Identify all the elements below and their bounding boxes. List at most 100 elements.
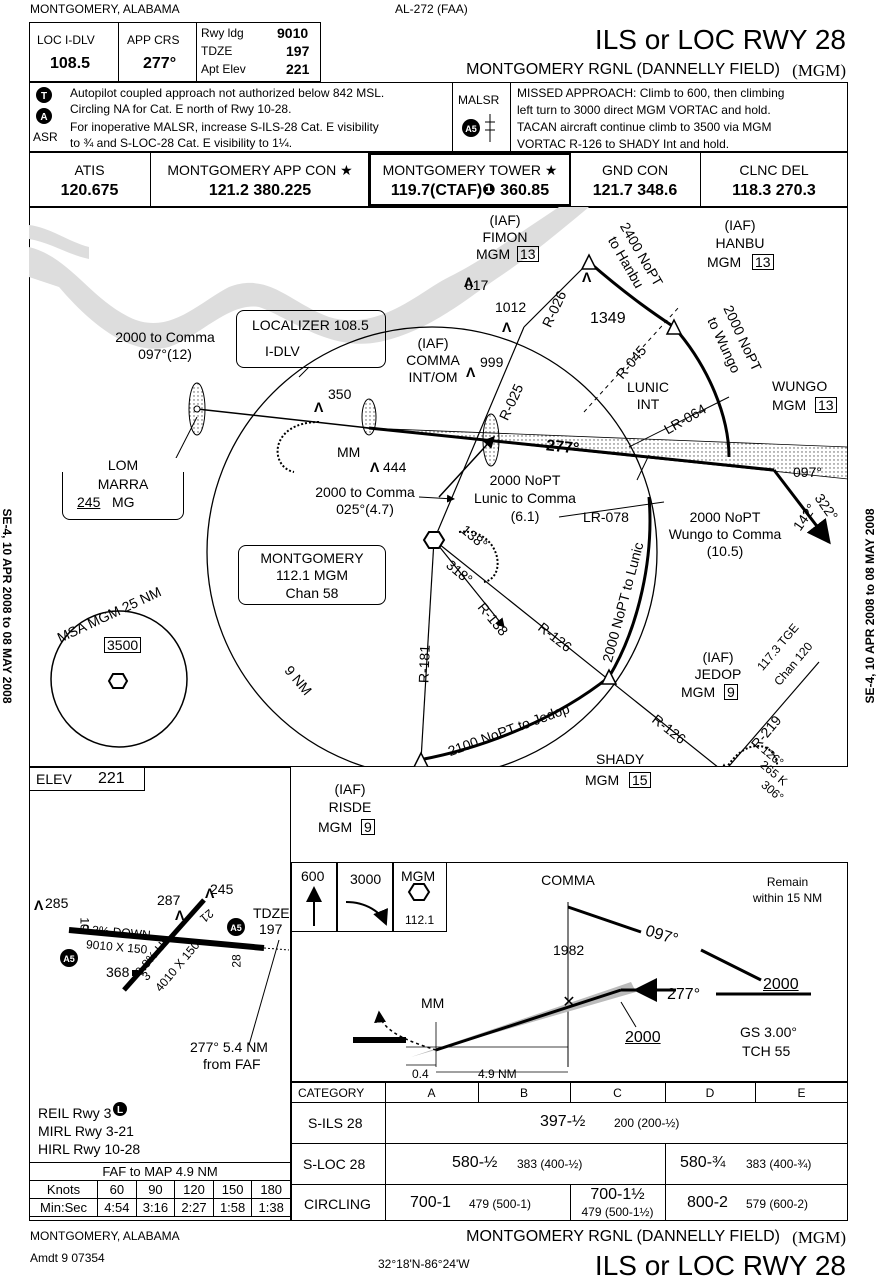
faf-time-table: FAF to MAP 4.9 NM Knots 60 90 120 150 18…: [28, 1162, 291, 1217]
profile-course-277: 277°: [667, 986, 701, 1003]
sloc-label: S-LOC 28: [303, 1156, 366, 1172]
malsr-icon: A5: [462, 114, 495, 142]
obstacle-368: 368: [106, 964, 130, 980]
vortac-chan: Chan 58: [285, 585, 339, 601]
lom-course: [196, 408, 370, 429]
airport-drawing: A5 A5 Λ Λ Λ: [34, 885, 290, 1046]
rwy-ldg-label: Rwy ldg: [201, 26, 244, 40]
sloc-de-value: 580-¾: [680, 1154, 726, 1171]
app-crs-label: APP CRS: [127, 33, 180, 47]
lom-freq: 245: [77, 494, 101, 510]
jedop-fix: [600, 668, 618, 685]
gnd-con-freq: 121.7 348.6: [592, 182, 678, 199]
missed-line-3: TACAN aircraft continue climb to 3500 vi…: [517, 120, 772, 134]
cat-a: A: [427, 1086, 436, 1100]
cat-b: B: [519, 1086, 528, 1100]
comma-iaf: (IAF): [417, 335, 449, 351]
svg-text:Λ: Λ: [34, 897, 44, 913]
footer-city: MONTGOMERY, ALABAMA: [30, 1229, 180, 1243]
side-date-right: SE-4, 10 APR 2008 to 08 MAY 2008: [863, 508, 877, 704]
ctaf-lighting-icon: L: [113, 1102, 127, 1116]
shady-mgm: MGM: [585, 772, 620, 788]
svg-text:Λ: Λ: [582, 269, 592, 285]
wungo-route-2: Wungo to Comma: [668, 526, 782, 542]
tdze-label-diagram: TDZE: [253, 905, 290, 921]
hanbu-dme: 13: [752, 254, 774, 270]
lr078-radial: [558, 501, 665, 518]
radial-lr078: LR-078: [583, 509, 629, 525]
circling-label: CIRCLING: [304, 1196, 371, 1212]
remain-2: within 15 NM: [752, 891, 823, 905]
vortac-symbol: [422, 531, 446, 549]
comma-hold-crs: 097°(12): [138, 346, 192, 362]
wungo-route: [772, 469, 831, 545]
profile-mm: MM: [421, 995, 445, 1011]
elev-label: ELEV: [36, 771, 72, 787]
course-097: 097°: [793, 464, 822, 480]
airport-id: (MGM): [792, 61, 846, 80]
footer-airport: MONTGOMERY RGNL (DANNELLY FIELD): [466, 1228, 780, 1245]
shady-name: SHADY: [596, 751, 645, 767]
profile-vortac-icon: [407, 883, 431, 901]
comma-route-crs: 025°(4.7): [336, 501, 394, 517]
circling-c-sub: 479 (500-1½): [581, 1205, 654, 1219]
missed-turn-alt: 3000: [350, 871, 382, 887]
obstacle-1349: 1349: [590, 310, 626, 327]
wungo-arc: [672, 326, 731, 458]
plan-view: [29, 207, 848, 767]
obstacle-444: 444: [383, 459, 407, 475]
app-con-freq: 121.2 380.225: [208, 182, 312, 199]
elev-box: [29, 767, 145, 791]
lom-label: LOM: [62, 458, 184, 472]
risde-mgm: MGM: [318, 819, 353, 835]
final-approach-course: [368, 426, 775, 472]
tdze-value: 197: [286, 43, 310, 59]
final-course-277: 277°: [545, 437, 580, 458]
apt-elev-value: 221: [286, 61, 310, 77]
rwy-ldg-value: 9010: [277, 25, 309, 41]
knots-value: 60: [97, 1180, 137, 1199]
sils-label: S-ILS 28: [308, 1115, 363, 1131]
circling-c-value: 700-1½: [590, 1186, 645, 1203]
malsr-label: MALSR: [458, 93, 500, 107]
r126-radial: [433, 539, 719, 767]
svg-text:A5: A5: [230, 923, 242, 933]
footer-title: ILS or LOC RWY 28: [594, 1250, 846, 1281]
fimon-dme: 13: [517, 246, 539, 262]
svg-text:Λ: Λ: [466, 364, 476, 380]
wungo-mgm: MGM: [772, 397, 807, 413]
hanbu-name: HANBU: [715, 235, 765, 251]
profile-dist-2: 4.9 NM: [478, 1067, 517, 1081]
svg-text:A: A: [40, 112, 47, 123]
missed-nav-id: MGM: [401, 868, 436, 884]
knots-value: 150: [212, 1180, 253, 1199]
time-value: 4:54: [97, 1198, 137, 1217]
chart-id: AL-272 (FAA): [395, 2, 468, 16]
tower-box: [368, 153, 571, 206]
lr064-radial: [628, 396, 730, 448]
obstacle-1012: 1012: [495, 299, 527, 315]
obstacle-817: 817: [465, 277, 489, 293]
svg-text:Λ: Λ: [464, 274, 474, 290]
jedop-dme: 9: [724, 684, 738, 700]
profile-alt-2000b: 2000: [625, 1029, 661, 1046]
approach-course: 277°: [143, 55, 177, 72]
take-off-minimums-icon: [36, 87, 52, 103]
atis-freq: 120.675: [60, 182, 119, 199]
profile-gs: GS 3.00°: [740, 1024, 797, 1040]
loc-label: LOC I-DLV: [37, 33, 95, 47]
note-line-3: For inoperative MALSR, increase S-ILS-28…: [70, 120, 379, 134]
faf-distance-2: from FAF: [203, 1056, 261, 1072]
missed-line-4: VORTAC R-126 to SHADY Int and hold.: [517, 137, 730, 151]
note-line-1: Autopilot coupled approach not authorize…: [70, 86, 385, 100]
comma-int-om: INT/OM: [408, 369, 458, 385]
plan-view-drawing: Λ Λ Λ Λ Λ Λ: [29, 207, 848, 767]
sloc-abc-value: 580-½: [452, 1154, 498, 1171]
briefing-strip: [29, 22, 321, 82]
svg-text:Λ: Λ: [370, 459, 380, 475]
lighting-mirl: MIRL Rwy 3-21: [38, 1123, 134, 1139]
comm-strip: [29, 152, 848, 207]
r181-radial: [420, 539, 435, 761]
faf-distance-1: 277° 5.4 NM: [190, 1039, 268, 1055]
footer-airport-id: (MGM): [792, 1228, 846, 1247]
